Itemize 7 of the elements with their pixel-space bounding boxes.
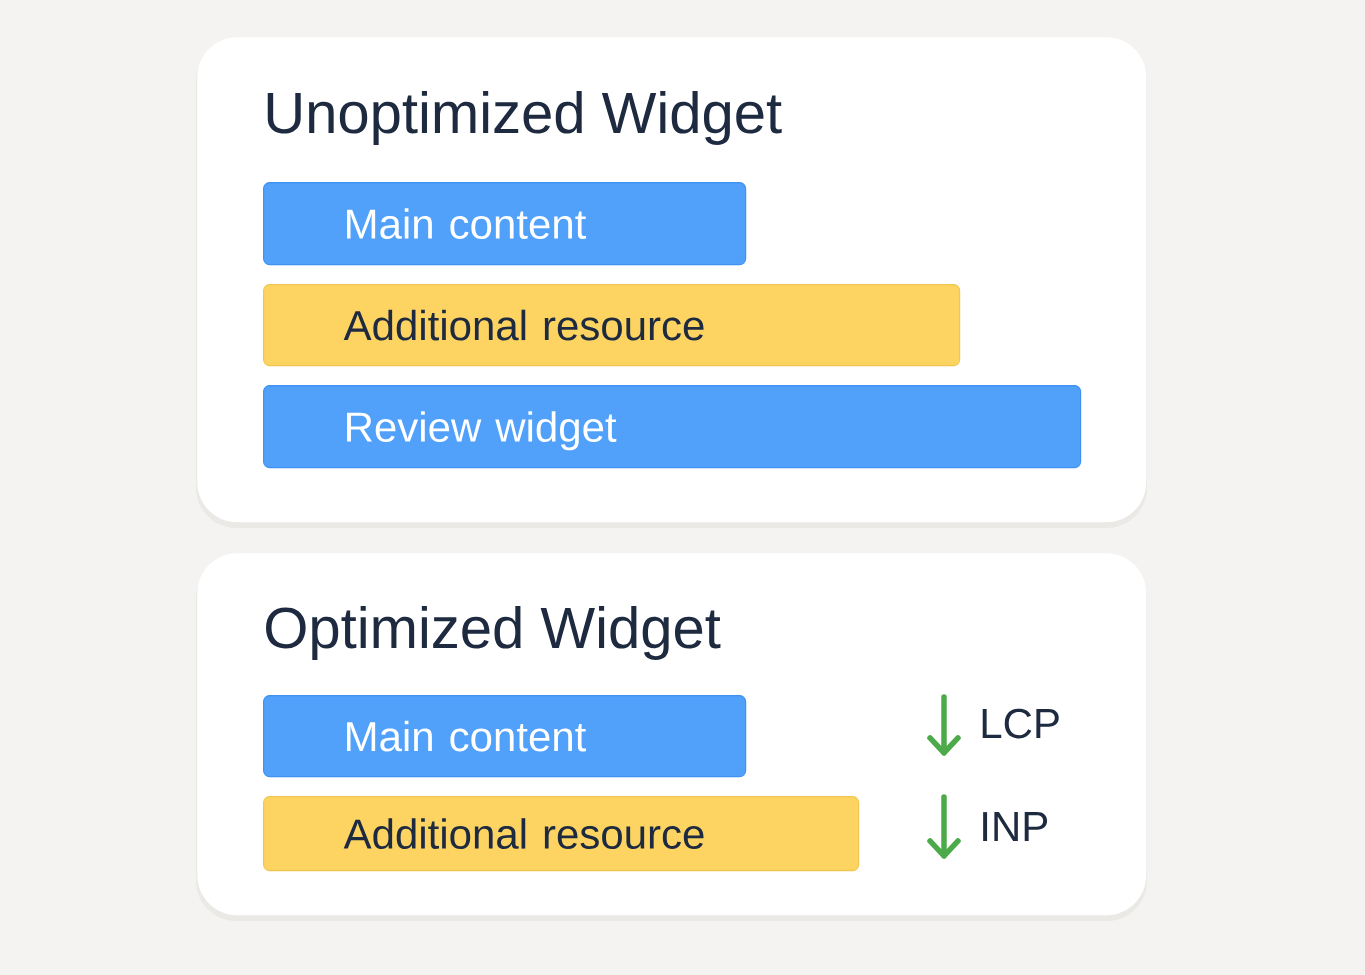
bar: Additional resource	[263, 284, 961, 367]
bar: Main content	[263, 182, 747, 266]
metric-label: LCP	[982, 708, 1059, 739]
bar: Additional resource	[263, 796, 860, 872]
bar: Main content	[263, 695, 747, 778]
metric-label: INP	[983, 812, 1048, 841]
bar: Review widget	[263, 385, 1082, 469]
